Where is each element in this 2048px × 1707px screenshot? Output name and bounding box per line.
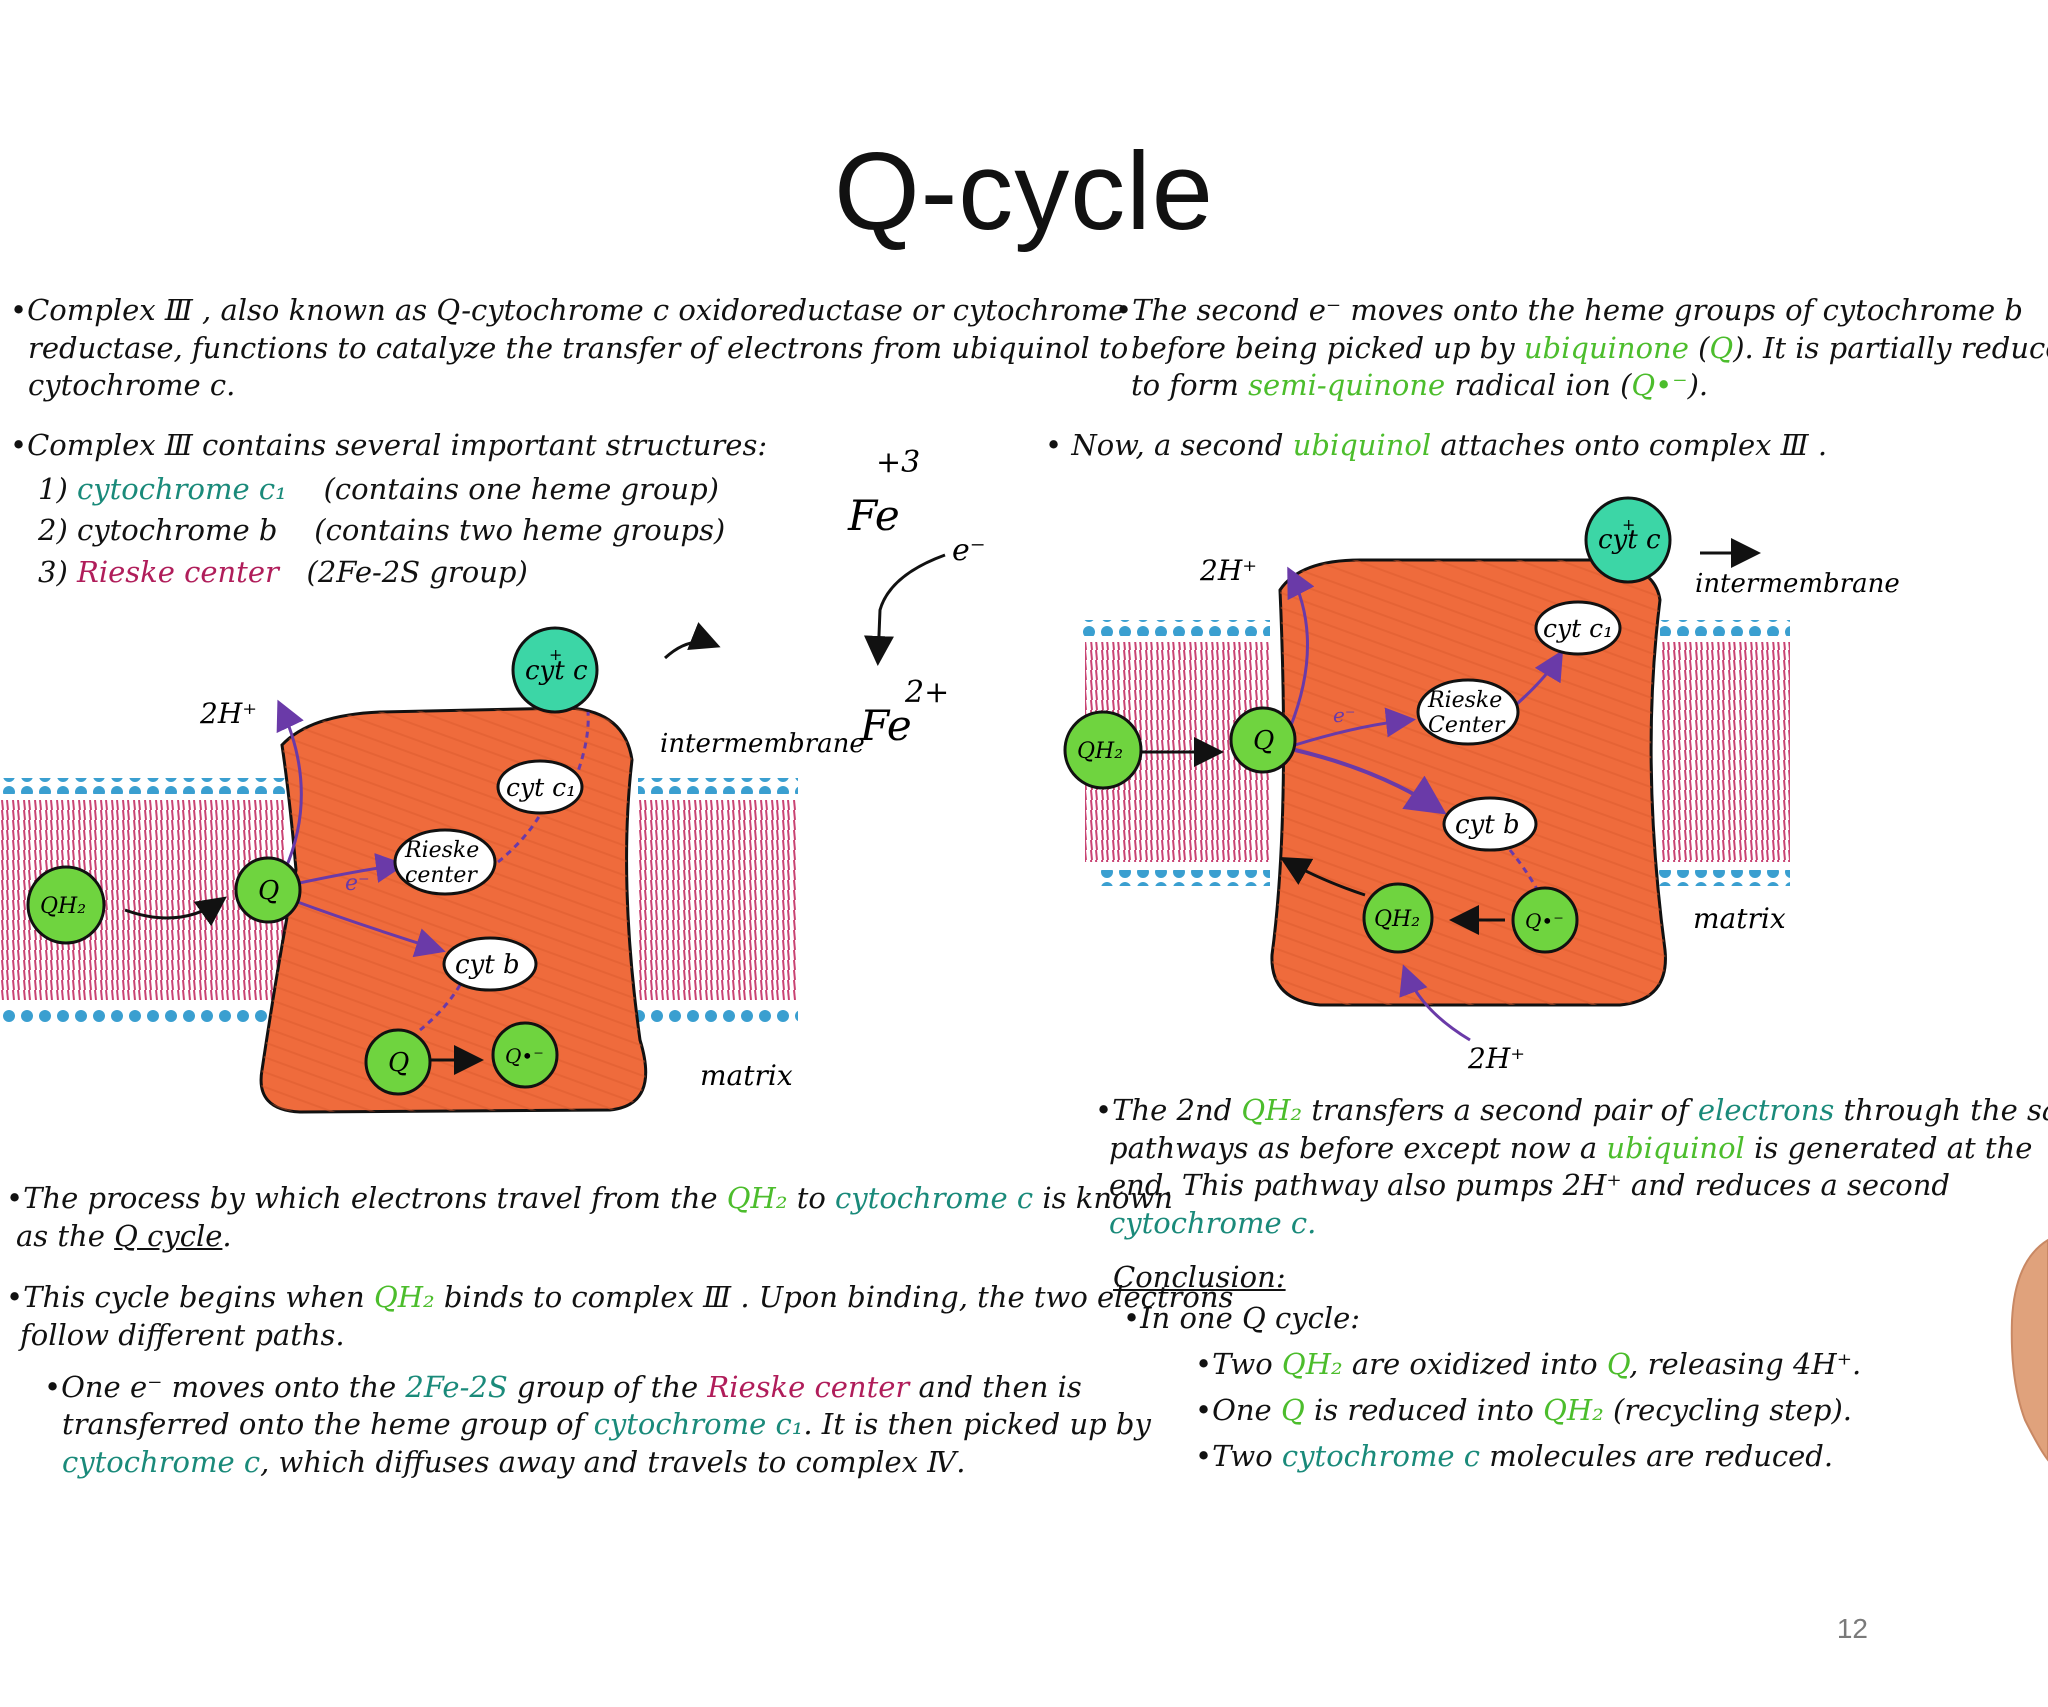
svg-text:cyt c₁: cyt c₁ (1543, 614, 1613, 643)
page-number: 12 (1836, 1613, 1868, 1644)
second-electron-line-3: to form semi-quinone radical ion (Q•⁻). (1131, 368, 1709, 403)
left-rieske-center: Rieske center (393, 828, 497, 896)
complex-iii-definition-line-1: •Complex Ⅲ , also known as Q-cytochrome … (10, 293, 1126, 327)
svg-text:Q•⁻: Q•⁻ (1525, 909, 1564, 933)
svg-text:+: + (1622, 515, 1635, 534)
structures-intro: •Complex Ⅲ contains several important st… (10, 428, 768, 463)
left-matrix-label: matrix (700, 1059, 793, 1092)
cycle-begins-line-1: •This cycle begins when QH₂ binds to com… (6, 1280, 1234, 1315)
left-intro-text: •Complex Ⅲ , also known as Q-cytochrome … (10, 292, 1128, 592)
q-cycle-term: Q cycle (114, 1218, 223, 1253)
conclusion-line-1: •In one Q cycle: (1123, 1301, 1361, 1336)
first-electron-line-2: transferred onto the heme group of cytoc… (62, 1407, 1151, 1442)
svg-text:Rieske: Rieske (404, 838, 479, 863)
second-qh2-line-1: •The 2nd QH₂ transfers a second pair of … (1095, 1093, 2048, 1127)
svg-text:Rieske: Rieske (1427, 688, 1502, 713)
right-2h-bottom-label: 2H⁺ (1467, 1042, 1525, 1075)
svg-text:Q: Q (258, 876, 279, 906)
rieske-center-term: Rieske center (76, 555, 279, 590)
svg-text:Fe: Fe (847, 491, 900, 540)
second-ubiquinol-line: • Now, a second ubiquinol attaches onto … (1045, 428, 1828, 463)
svg-text:cyt c: cyt c (525, 656, 588, 686)
right-rieske-center: Rieske Center (1416, 678, 1520, 746)
svg-text:cyt c: cyt c (1598, 525, 1661, 555)
left-cyt-b: cyt b (442, 936, 538, 992)
left-q-lower: Q (364, 1028, 432, 1096)
svg-text:center: center (405, 863, 478, 888)
svg-text:Q•⁻: Q•⁻ (505, 1044, 544, 1068)
second-electron-line-1: •The second e⁻ moves onto the heme group… (1115, 293, 2023, 327)
right-q: Q (1229, 706, 1297, 774)
fe-reduction-note: Fe +3 e⁻ Fe 2+ (847, 445, 986, 750)
right-cyt-c: cyt c + (1584, 496, 1672, 584)
svg-text:QH₂: QH₂ (1374, 907, 1420, 932)
svg-text:QH₂: QH₂ (40, 894, 86, 919)
svg-text:Fe: Fe (859, 701, 912, 750)
q-cycle-definition-line-1: •The process by which electrons travel f… (6, 1181, 1173, 1215)
right-qh2-incoming: QH₂ (1063, 710, 1143, 790)
svg-text:2+: 2+ (904, 675, 949, 710)
svg-text:QH₂: QH₂ (1077, 739, 1123, 764)
svg-text:Q: Q (388, 1048, 409, 1078)
right-cyt-b: cyt b (1442, 796, 1538, 852)
svg-text:cyt b: cyt b (1455, 810, 1520, 840)
right-intermembrane-label: intermembrane (1695, 569, 1900, 599)
slide-title: Q-cycle (834, 130, 1214, 253)
conclusion-heading: Conclusion: (1113, 1259, 1286, 1294)
left-intermembrane-label: intermembrane (660, 729, 865, 759)
left-cyt-c: cyt c + (511, 626, 599, 714)
right-matrix-label: matrix (1693, 902, 1786, 935)
svg-text:e⁻: e⁻ (952, 533, 986, 568)
right-q-radical: Q•⁻ (1511, 886, 1579, 954)
svg-text:+3: +3 (876, 445, 920, 480)
structure-item-1: 1) cytochrome c₁ (contains one heme grou… (38, 471, 719, 506)
second-qh2-line-2: pathways as before except now a ubiquino… (1109, 1130, 2033, 1165)
first-electron-line-3: cytochrome c, which diffuses away and tr… (62, 1445, 966, 1480)
complex-iii-definition-line-3: cytochrome c. (28, 368, 236, 403)
left-q-radical: Q•⁻ (491, 1021, 559, 1089)
second-electron-line-2: before being picked up by ubiquinone (Q)… (1131, 330, 2048, 365)
right-cyt-c1: cyt c₁ (1534, 600, 1622, 656)
right-2h-top-label: 2H⁺ (1199, 554, 1257, 587)
conclusion-line-2: •Two QH₂ are oxidized into Q, releasing … (1195, 1347, 1862, 1382)
svg-text:Q: Q (1253, 726, 1274, 756)
q-cycle-definition-line-2: as the Q cycle. (16, 1218, 232, 1253)
cytochrome-c1-term: cytochrome c₁ (76, 471, 287, 506)
second-qh2-line-4: cytochrome c. (1109, 1206, 1317, 1241)
second-qh2-line-3: end. This pathway also pumps 2H⁺ and red… (1109, 1168, 1950, 1203)
svg-text:+: + (549, 645, 562, 664)
complex-iii-definition-line-2: reductase, functions to catalyze the tra… (28, 330, 1129, 365)
svg-text:cyt b: cyt b (455, 950, 520, 980)
right-electron-label: e⁻ (1333, 703, 1355, 727)
cycle-begins-line-2: follow different paths. (20, 1318, 345, 1353)
left-q: Q (234, 856, 302, 924)
structure-item-2: 2) cytochrome b (contains two heme group… (38, 513, 726, 548)
conclusion-line-3: •One Q is reduced into QH₂ (recycling st… (1195, 1392, 1853, 1427)
right-process-text: •The 2nd QH₂ transfers a second pair of … (1095, 1092, 2048, 1475)
left-qh2: QH₂ (26, 865, 106, 945)
first-electron-line-1: •One e⁻ moves onto the 2Fe-2S group of t… (44, 1369, 1082, 1404)
svg-text:Center: Center (1428, 713, 1506, 738)
left-cyt-c1: cyt c₁ (496, 759, 584, 815)
conclusion-line-4: •Two cytochrome c molecules are reduced. (1195, 1438, 1834, 1473)
presenter-hand (2010, 1238, 2048, 1462)
right-qh2-generated: QH₂ (1362, 882, 1434, 954)
left-process-text: •The process by which electrons travel f… (6, 1180, 1233, 1482)
structure-item-3: 3) Rieske center (2Fe-2S group) (38, 555, 528, 590)
left-electron-label: e⁻ (345, 871, 370, 896)
right-intro-text: •The second e⁻ moves onto the heme group… (1045, 292, 2048, 465)
left-2h-label: 2H⁺ (199, 697, 257, 730)
svg-text:cyt c₁: cyt c₁ (506, 773, 576, 802)
